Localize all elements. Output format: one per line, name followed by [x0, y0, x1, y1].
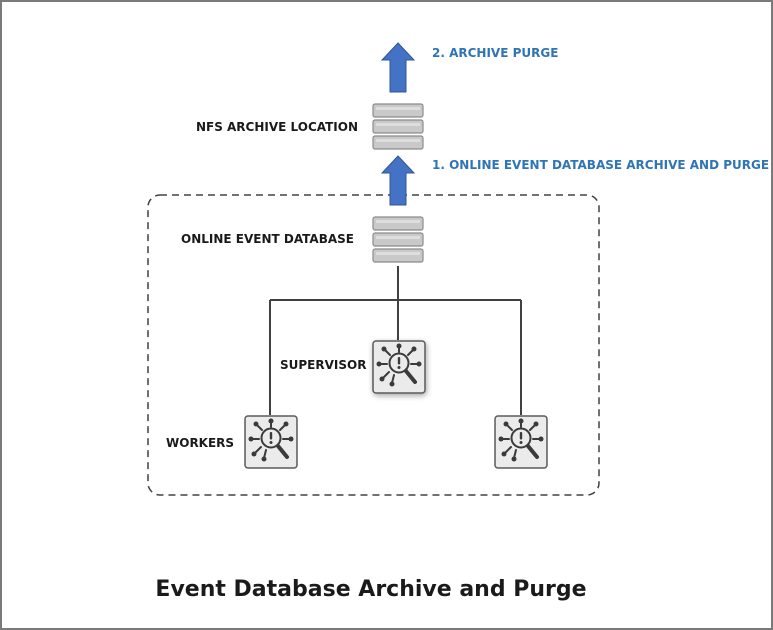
- worker-node-left: [244, 415, 298, 469]
- label-online-event-database: ONLINE EVENT DATABASE: [181, 232, 354, 246]
- nfs-archive-database-icon: [372, 103, 424, 150]
- cluster-boundary: [147, 194, 600, 496]
- analytics-node-icon: [372, 340, 426, 394]
- supervisor-node: [372, 340, 426, 394]
- label-nfs-archive-location: NFS ARCHIVE LOCATION: [196, 120, 358, 134]
- analytics-node-icon: [244, 415, 298, 469]
- label-workers: WORKERS: [166, 436, 234, 450]
- up-arrow-icon: [380, 155, 416, 206]
- worker-node-right: [494, 415, 548, 469]
- label-online-archive-and-purge: 1. ONLINE EVENT DATABASE ARCHIVE AND PUR…: [432, 158, 769, 172]
- online-event-database-icon: [372, 216, 424, 263]
- arrow-online-archive: [380, 155, 416, 206]
- diagram-caption: Event Database Archive and Purge: [155, 577, 586, 602]
- connector-lines: [269, 266, 522, 415]
- up-arrow-icon: [380, 42, 416, 93]
- label-supervisor: SUPERVISOR: [280, 358, 366, 372]
- analytics-node-icon: [494, 415, 548, 469]
- label-archive-purge: 2. ARCHIVE PURGE: [432, 46, 558, 60]
- arrow-archive-purge: [380, 42, 416, 93]
